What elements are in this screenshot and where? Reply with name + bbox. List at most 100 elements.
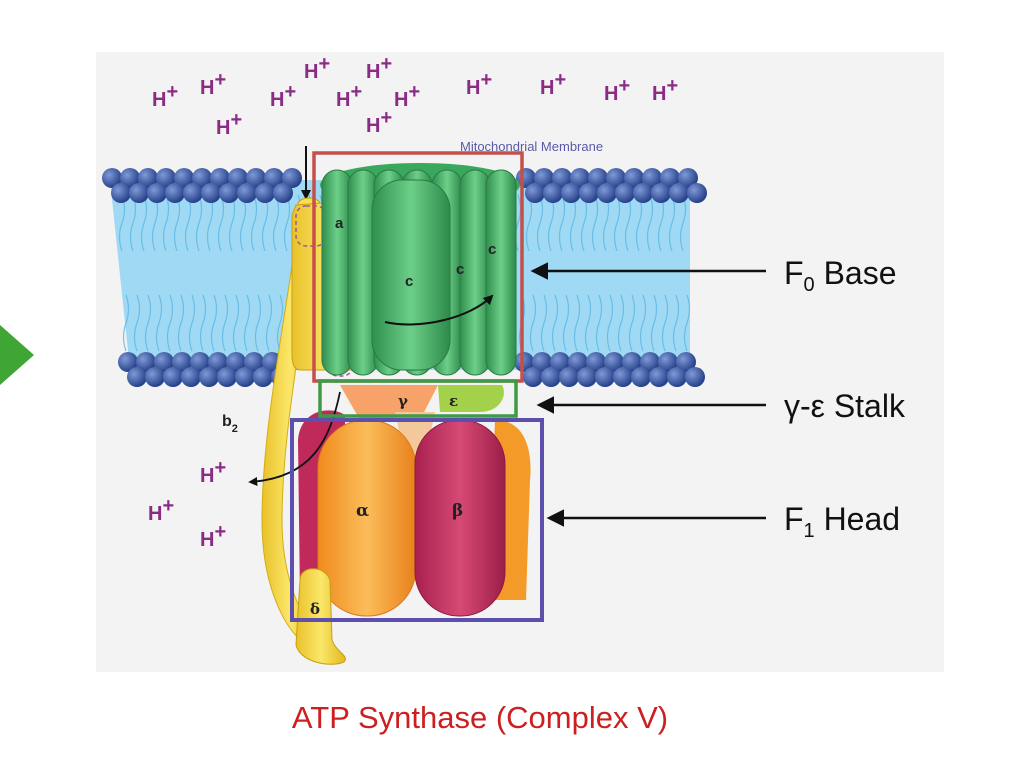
lipid-tail <box>529 294 537 352</box>
lipid-head <box>154 352 174 372</box>
lipid-tail <box>591 194 599 252</box>
proton-label: H+ <box>200 69 226 99</box>
lipid-head <box>561 183 581 203</box>
proton-label: H+ <box>540 69 566 99</box>
proton-label: H+ <box>270 81 296 111</box>
lipid-tail <box>206 194 214 252</box>
f1-head-label: F1 Head <box>784 501 900 542</box>
c-subunit <box>485 169 517 376</box>
lipid-head <box>514 352 534 372</box>
lipid-head <box>163 367 183 387</box>
lipid-head <box>244 352 264 372</box>
lipid-head <box>118 352 138 372</box>
lipid-head <box>183 183 203 203</box>
label-delta: δ <box>310 600 320 618</box>
proton-label: H+ <box>148 495 174 525</box>
lipid-head <box>190 352 210 372</box>
lipid-tail <box>199 294 207 352</box>
proton-label: H+ <box>366 53 392 83</box>
gamma-subunit <box>340 385 438 420</box>
lipid-tail <box>569 194 577 252</box>
lipid-tail <box>232 294 240 352</box>
lipid-tail <box>217 194 225 252</box>
lipid-tail <box>672 294 680 352</box>
lipid-head <box>676 352 696 372</box>
lipid-tail <box>239 194 247 252</box>
lipid-head <box>129 183 149 203</box>
proton-group: H+H+H+H+H+H+H+H+H+H+H+H+H+H+H+H+ <box>148 53 678 551</box>
stalk-label: γ-ε Stalk <box>784 388 906 424</box>
lipid-head <box>615 183 635 203</box>
lipid-tail <box>595 294 603 352</box>
lipid-tail <box>606 294 614 352</box>
lipid-head <box>678 168 698 188</box>
lipid-head <box>156 168 176 188</box>
lipid-tail <box>173 194 181 252</box>
lipid-tail <box>276 294 284 352</box>
lipid-tail <box>283 194 291 252</box>
lipid-tail <box>195 194 203 252</box>
lipid-head <box>532 352 552 372</box>
lipid-tail <box>540 294 548 352</box>
lipid-head <box>588 168 608 188</box>
epsilon-subunit <box>438 385 504 412</box>
lipid-head <box>111 183 131 203</box>
lipid-head <box>534 168 554 188</box>
lipid-tail <box>613 194 621 252</box>
membrane-label: Mitochondrial Membrane <box>460 139 603 154</box>
lipid-head <box>525 183 545 203</box>
proton-label: H+ <box>216 109 242 139</box>
lipid-tail <box>221 294 229 352</box>
lipid-head <box>568 352 588 372</box>
lipid-tail <box>254 294 262 352</box>
lipid-head <box>649 367 669 387</box>
lipid-tail <box>177 294 185 352</box>
label-alpha: α <box>356 501 369 521</box>
lipid-tail <box>551 294 559 352</box>
label-a: a <box>335 215 344 232</box>
label-b2: b2 <box>222 413 238 435</box>
lipid-head <box>172 352 192 372</box>
lipid-tail <box>144 294 152 352</box>
play-triangle-icon[interactable] <box>0 325 34 385</box>
lipid-tail <box>250 194 258 252</box>
lipid-head <box>552 168 572 188</box>
lipid-head <box>660 168 680 188</box>
lipid-head <box>622 352 642 372</box>
lipid-head <box>570 168 590 188</box>
lipid-head <box>523 367 543 387</box>
lipid-tail <box>228 194 236 252</box>
lipid-head <box>226 352 246 372</box>
delta-subunit <box>295 568 346 665</box>
proton-label: H+ <box>200 521 226 551</box>
lipid-tail <box>166 294 174 352</box>
lipid-head <box>165 183 185 203</box>
lipid-head <box>237 183 257 203</box>
lipid-tail <box>155 294 163 352</box>
lipid-tail <box>573 294 581 352</box>
proton-label: H+ <box>466 69 492 99</box>
lipid-tail <box>580 194 588 252</box>
lipid-tail <box>151 194 159 252</box>
f1-head-box <box>290 418 544 622</box>
lipid-tail <box>243 294 251 352</box>
lipid-tail <box>129 194 137 252</box>
label-epsilon: ε <box>449 392 458 410</box>
lipid-tail <box>646 194 654 252</box>
label-beta: β <box>452 501 463 521</box>
proton-label: H+ <box>152 81 178 111</box>
lipid-tail <box>624 194 632 252</box>
lipid-head <box>606 168 626 188</box>
lipid-tail <box>617 294 625 352</box>
lipid-head <box>210 168 230 188</box>
lipid-tail <box>261 194 269 252</box>
lipid-tail <box>265 294 273 352</box>
f0-base-label: F0 Base <box>784 255 897 296</box>
proton-label: H+ <box>366 107 392 137</box>
lipid-head <box>631 367 651 387</box>
c-ring <box>320 163 520 376</box>
lipid-tail <box>272 194 280 252</box>
lipid-head <box>145 367 165 387</box>
lipid-head <box>613 367 633 387</box>
lipid-head <box>136 352 156 372</box>
